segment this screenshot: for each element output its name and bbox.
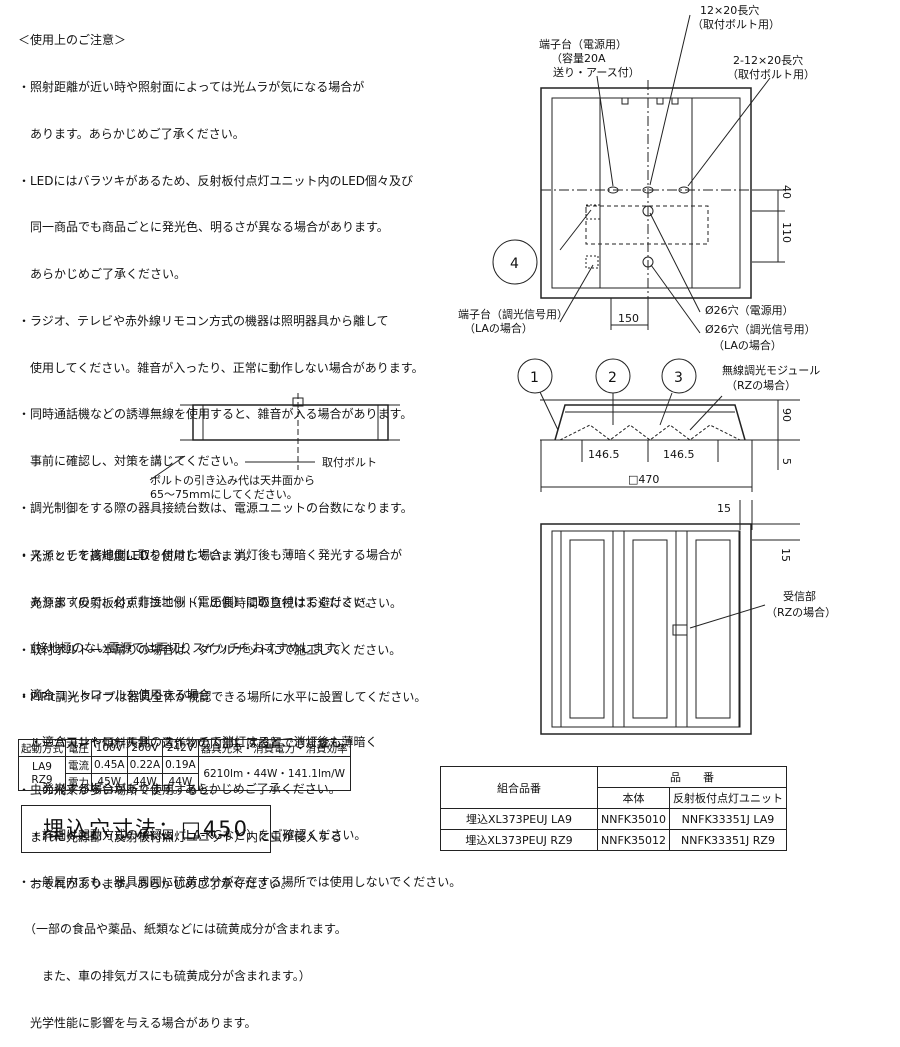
dim-40: 40 (780, 185, 793, 199)
terminal-power-2: （容量20A (551, 51, 606, 65)
product-combo: 埋込XL373PEUJ LA9 (440, 808, 598, 830)
callout-3: 3 (674, 370, 683, 386)
terminal-power-3: 送り・アース付） (553, 65, 640, 79)
note-line: 光源部（反射板付点灯ユニット）の長時間の直視はお避けください。 (18, 595, 403, 610)
spec-current-100: 0.45A (91, 756, 128, 774)
product-header-unit: 反射板付点灯ユニット (669, 787, 787, 809)
spec-power-200: 44W (126, 773, 164, 791)
product-combo: 埋込XL373PEUJ RZ9 (440, 829, 598, 851)
dim-146-5-right: 146.5 (663, 448, 695, 461)
callout-4: 4 (510, 256, 519, 272)
dim-15-horizontal: 15 (717, 502, 731, 515)
dim-5: 5 (780, 458, 793, 465)
bolt-label: 取付ボルト (322, 456, 377, 469)
dim-110: 110 (780, 222, 793, 243)
note-line: 事前に確認し、対策を講じてください。 (18, 454, 246, 469)
receiver-label-1: 受信部 (783, 589, 816, 603)
spec-power-100: 45W (91, 773, 128, 791)
note-line: あらかじめご了承ください。 (18, 267, 187, 282)
note-line: ・詳細は起動方式の承認図（LA-KGなど）をご確認ください。 (18, 828, 367, 843)
note-line: ・取付ボルトー本吊りの場合は、ダブルナットにて施工してください。 (18, 642, 402, 657)
note-line: ＜使用上のご注意＞ (18, 33, 127, 48)
note-line: 光学性能に影響を与える場合があります。 (18, 1015, 257, 1030)
spec-performance: 6210lm・44W・141.1lm/W (197, 756, 351, 791)
hole-26-power: Ø26穴（電源用） (705, 303, 794, 317)
dim-150: 150 (618, 312, 639, 325)
terminal-dim-1: 端子台（調光信号用） (458, 307, 568, 321)
dim-15-vertical: 15 (779, 548, 792, 562)
note-line: ・ラジオ、テレビや赤外線リモコン方式の機器は照明器具から離して (18, 313, 389, 328)
dim-90: 90 (780, 408, 793, 422)
spec-power-242: 44W (162, 773, 199, 791)
hole-12x20-label: 12×20長穴 (700, 3, 759, 17)
product-table: 組合品番 品 番 本体 反射板付点灯ユニット 埋込XL373PEUJ LA9 N… (440, 766, 787, 851)
receiver-label-2: （RZの場合） (766, 605, 836, 619)
product-body: NNFK35012 (597, 829, 670, 851)
hole-26-dim: Ø26穴（調光信号用） (705, 322, 816, 336)
product-body: NNFK35010 (597, 808, 670, 830)
note-line: ・適合コントロールを使用する場合 (18, 688, 211, 703)
terminal-power-1: 端子台（電源用） (539, 37, 627, 51)
note-line: （接地極のない電源では両切りスイッチをおすすめします。） (18, 641, 353, 656)
spec-header-start: 起動方式 (18, 739, 66, 757)
note-line: 同一商品でも商品ごとに発光色、明るさが異なる場合があります。 (18, 220, 389, 235)
spec-power-label: 電力 (65, 773, 92, 791)
hole-size-box: 埋込穴寸法：□450 (21, 805, 271, 853)
bolt-note-2: 65～75mmにしてください。 (150, 488, 298, 501)
spec-table: 起動方式 電圧 100V 200V 242V 器具光束・消費電力・消費効率 LA… (18, 739, 351, 791)
spec-header-200v: 200V (126, 739, 164, 757)
note-line: おそれがあります。あらかじめご了承ください。 (18, 876, 293, 891)
table-row: 埋込XL373PEUJ RZ9 NNFK35012 NNFK33351J RZ9 (440, 829, 787, 851)
spec-header-voltage: 電圧 (65, 739, 92, 757)
product-header-combo: 組合品番 (440, 766, 598, 809)
note-line: ・光源として高輝度LEDを使用しています。 (18, 549, 256, 564)
spec-current-242: 0.19A (162, 756, 199, 774)
bolt-note-1: ボルトの引き込み代は天井面から (150, 473, 315, 487)
product-header-body: 本体 (597, 787, 670, 809)
note-line: ・照射距離が近い時や照射面によっては光ムラが気になる場合が (18, 79, 365, 94)
product-unit: NNFK33351J RZ9 (669, 829, 787, 851)
hole-12x20-sub: （取付ボルト用） (692, 18, 780, 31)
module-label-1: 無線調光モジュール (722, 363, 820, 377)
note-line: また、車の排気ガスにも硫黄成分が含まれます。） (18, 968, 311, 983)
product-header-item: 品 番 (597, 766, 787, 788)
note-line: ・スイッチを接地側に取り付けた場合、消灯後も薄暗く発光する場合が (18, 547, 403, 562)
terminal-dim-2: （LAの場合） (464, 321, 533, 335)
note-line: 使用してください。雑音が入ったり、正常に動作しない場合があります。 (18, 360, 424, 375)
spec-current-label: 電流 (65, 756, 92, 774)
spec-model: LA9 RZ9 (18, 756, 66, 791)
spec-header-242v: 242V (162, 739, 199, 757)
table-row: 埋込XL373PEUJ LA9 NNFK35010 NNFK33351J LA9 (440, 808, 787, 830)
hole-26-dim-sub: （LAの場合） (713, 338, 782, 352)
module-label-2: （RZの場合） (726, 378, 796, 392)
note-line: あります。あらかじめご了承ください。 (18, 126, 245, 141)
product-unit: NNFK33351J LA9 (669, 808, 787, 830)
note-line: まれに光源部（反射板付点灯ユニット）内に虫が侵入する (18, 829, 343, 844)
spec-current-200: 0.22A (126, 756, 164, 774)
note-line: ・一般屋内でも、器具周囲に硫黄成分が存在する場所では使用しないでください。 (18, 875, 462, 890)
spec-header-100v: 100V (91, 739, 128, 757)
note-line: ・PiPit調光タイプは器具全体が視認できる場所に水平に設置してください。 (18, 689, 427, 704)
spec-header-performance: 器具光束・消費電力・消費効率 (197, 739, 351, 757)
note-line: ・LEDにはバラツキがあるため、反射板付点灯ユニット内のLED個々及び (18, 173, 414, 188)
callout-1: 1 (530, 370, 539, 386)
dim-470: □470 (628, 473, 659, 486)
dim-146-5-left: 146.5 (588, 448, 620, 461)
drawing-annotations: 取付ボルト ボルトの引き込み代は天井面から 65～75mmにしてください。 12… (150, 3, 836, 619)
hole-2-12x20-label: 2-12×20長穴 (733, 53, 803, 67)
hole-2-12x20-sub: （取付ボルト用） (727, 68, 815, 81)
note-line: ありますので、必ず非接地側（電圧側）に取り付けてください。 (18, 594, 378, 609)
note-line: ・調光制御をする際の器具接続台数は、電源ユニットの台数になります。 (18, 501, 413, 515)
note-line: （一部の食品や薬品、紙類などには硫黄成分が含まれます。 (18, 922, 347, 937)
callout-2: 2 (608, 370, 617, 386)
